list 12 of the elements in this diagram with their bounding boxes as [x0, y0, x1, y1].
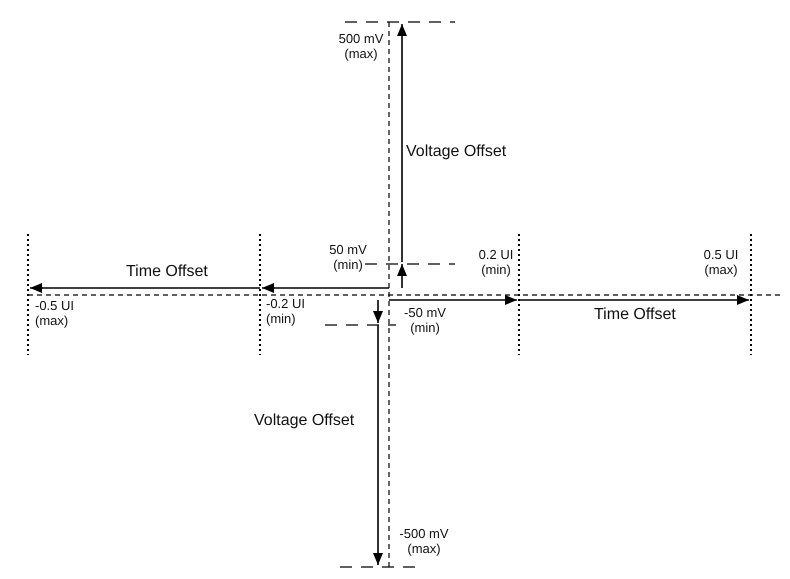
dimension-label: -0.2 UI (min): [266, 297, 306, 327]
dimension-label: 50 mV (min): [328, 243, 368, 273]
dimension-label: Time Offset: [126, 263, 209, 282]
dimension-label: -50 mV (min): [403, 306, 447, 336]
dimension-label: 500 mV (max): [338, 32, 384, 62]
dimension-label: Voltage Offset: [406, 143, 508, 162]
dimension-label: 0.5 UI (max): [702, 248, 740, 278]
dimension-label: -500 mV (max): [398, 527, 450, 557]
dimension-label: 0.2 UI (min): [478, 248, 514, 278]
dimension-label: -0.5 UI (max): [35, 299, 76, 329]
dimension-label: Time Offset: [594, 306, 677, 324]
dimension-label: Voltage Offset: [254, 412, 356, 430]
